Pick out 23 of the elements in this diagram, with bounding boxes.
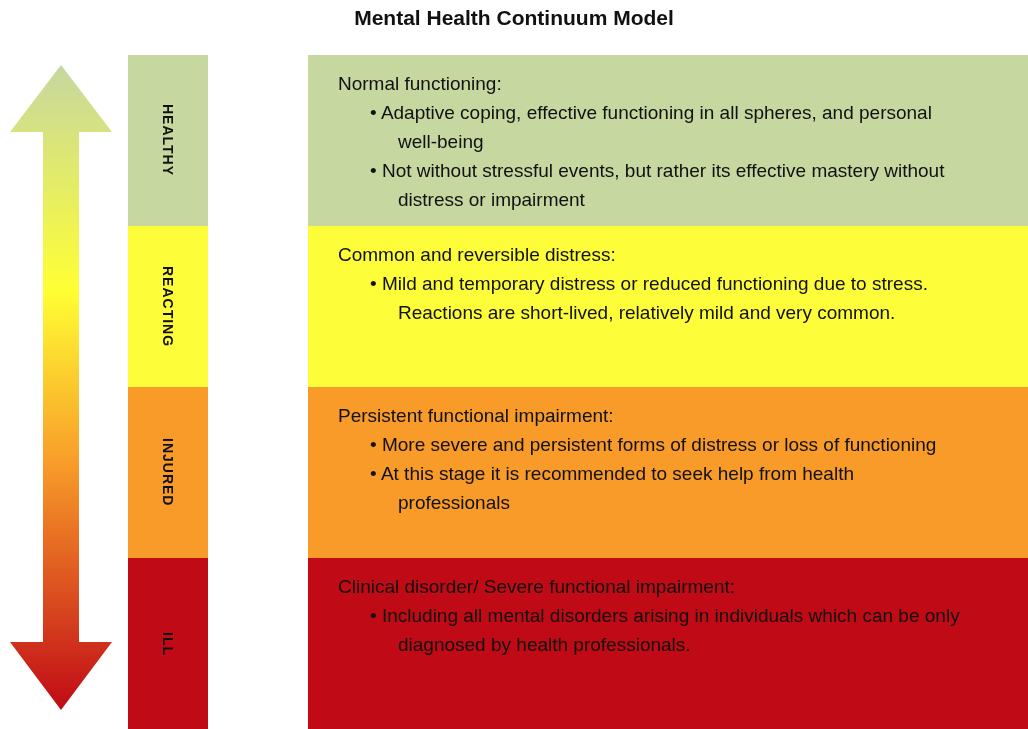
description-band <box>308 226 1028 387</box>
stage-band <box>128 387 208 558</box>
description-band <box>308 387 1028 558</box>
bullet-text: • Mild and temporary distress or reduced functioning due to stress. Reactions are short-lived, relatively mild and very common. <box>370 272 929 325</box>
stage-band <box>128 226 208 387</box>
bullet-text: • Including all mental disorders arising in individuals which can be only diagnosed by health professionals. <box>370 604 961 657</box>
band-heading: Normal functioning: <box>338 72 503 96</box>
stage-band <box>128 558 208 729</box>
description-band <box>308 55 1028 226</box>
description-band <box>308 558 1028 729</box>
stage-label: ILL <box>160 631 176 656</box>
band-heading: Clinical disorder/ Severe functional impairment: <box>338 575 737 599</box>
bullet-text: • At this stage it is recommended to seek help from health professionals <box>370 462 855 515</box>
bullet-text: • Not without stressful events, but rather its effective mastery without distress or impairment <box>370 159 946 212</box>
stage-label: REACTING <box>160 265 176 348</box>
stage-label: INJURED <box>160 438 176 507</box>
diagram-title: Mental Health Continuum Model <box>353 6 675 30</box>
stage-band <box>128 55 208 226</box>
bullet-text: • Adaptive coping, effective functioning in all spheres, and personal well-being <box>370 101 933 154</box>
band-heading: Persistent functional impairment: <box>338 404 615 428</box>
bullet-text: • More severe and persistent forms of distress or loss of functioning <box>370 433 938 457</box>
stage-label: HEALTHY <box>160 104 176 177</box>
band-heading: Common and reversible distress: <box>338 243 617 267</box>
